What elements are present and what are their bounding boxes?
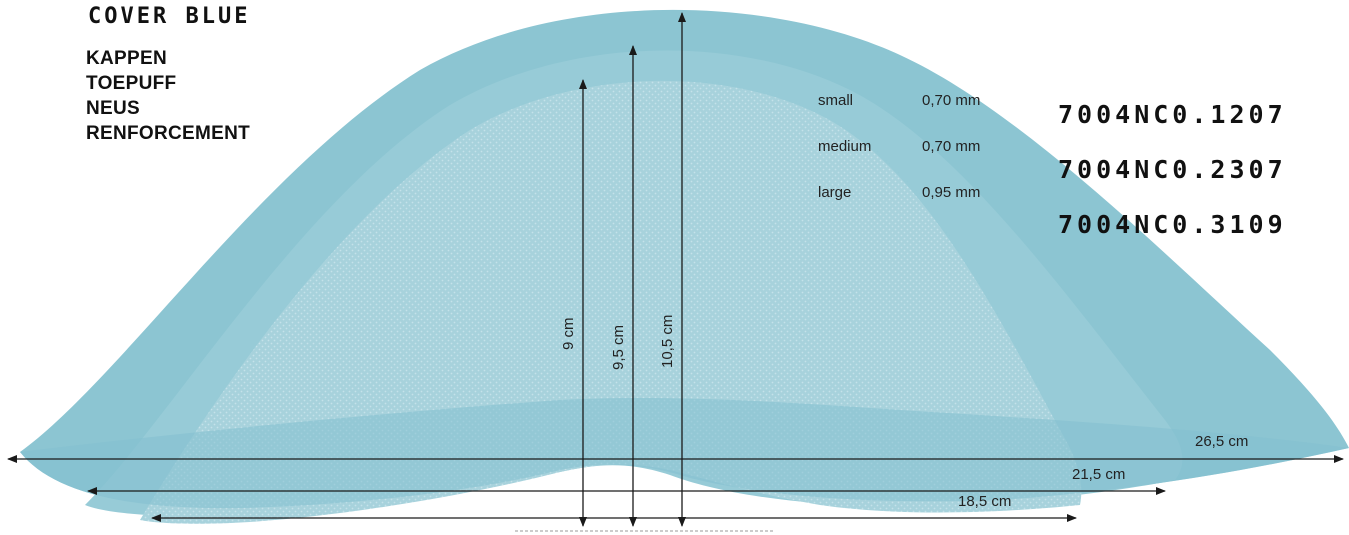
size-row-medium: medium 0,70 mm bbox=[818, 138, 1018, 184]
product-name-kappen: KAPPEN bbox=[86, 48, 167, 69]
size-thickness: 0,70 mm bbox=[922, 92, 981, 109]
height-label-large: 10,5 cm bbox=[659, 315, 676, 368]
product-name-neus: NEUS bbox=[86, 98, 140, 119]
size-thickness: 0,95 mm bbox=[922, 184, 981, 201]
width-label-small: 18,5 cm bbox=[958, 493, 1011, 510]
product-title: COVER BLUE bbox=[88, 4, 251, 29]
article-code-medium: 7004NC0.2307 bbox=[1058, 155, 1287, 184]
article-code-large: 7004NC0.3109 bbox=[1058, 210, 1287, 239]
height-label-small: 9 cm bbox=[560, 317, 577, 350]
width-label-medium: 21,5 cm bbox=[1072, 466, 1125, 483]
size-row-large: large 0,95 mm bbox=[818, 184, 1018, 230]
size-table: small 0,70 mm medium 0,70 mm large 0,95 … bbox=[818, 92, 1018, 230]
product-name-toepuff: TOEPUFF bbox=[86, 73, 177, 94]
size-thickness: 0,70 mm bbox=[922, 138, 981, 155]
size-label: medium bbox=[818, 138, 872, 155]
article-code-list: 7004NC0.1207 7004NC0.2307 7004NC0.3109 bbox=[1058, 100, 1287, 265]
height-label-medium: 9,5 cm bbox=[610, 325, 627, 370]
product-name-list: KAPPEN TOEPUFF NEUS RENFORCEMENT bbox=[86, 46, 250, 146]
size-label: small bbox=[818, 92, 854, 109]
size-row-small: small 0,70 mm bbox=[818, 92, 1018, 138]
size-label: large bbox=[818, 184, 852, 201]
product-name-renforcement: RENFORCEMENT bbox=[86, 123, 251, 144]
width-label-large: 26,5 cm bbox=[1195, 433, 1248, 450]
article-code-small: 7004NC0.1207 bbox=[1058, 100, 1287, 129]
